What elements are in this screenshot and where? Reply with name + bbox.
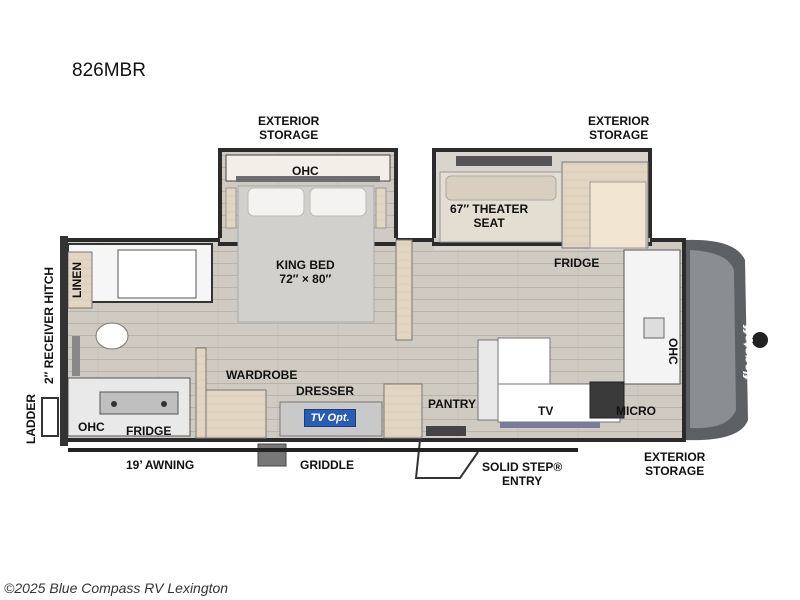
ladder-label: LADDER (24, 394, 38, 444)
dresser-label: DRESSER (296, 384, 355, 398)
griddle-box (257, 443, 287, 467)
brand-logo: flagstaff (740, 325, 756, 380)
micro-label: MICRO (616, 404, 656, 418)
stove (589, 381, 625, 419)
tv-label: TV (538, 404, 554, 418)
kitchen-counter (623, 249, 681, 385)
exterior-storage-bottom-label: EXTERIOR STORAGE (644, 450, 706, 478)
outdoor-fridge-label: FRIDGE (126, 424, 172, 438)
griddle-label: GRIDDLE (300, 458, 354, 472)
shower (117, 249, 197, 299)
entry-label: SOLID STEP® ENTRY (482, 460, 563, 488)
exterior-storage-top-label: EXTERIOR STORAGE (258, 114, 320, 142)
tv-option-badge: TV Opt. (304, 409, 356, 427)
linen-label: LINEN (70, 262, 84, 298)
entry-door (414, 439, 479, 479)
model-name: 826MBR (72, 60, 146, 81)
exterior-storage-right-top-label: EXTERIOR STORAGE (588, 114, 650, 142)
rear-ohc-label: OHC (78, 420, 105, 434)
king-bed-label: KING BED 72″ × 80″ (276, 258, 335, 286)
theater-seat-label: 67″ THEATER SEAT (450, 202, 529, 230)
pantry-cabinet (477, 339, 499, 421)
pantry-label: PANTRY (428, 397, 476, 411)
copyright-footer: ©2025 Blue Compass RV Lexington (4, 580, 229, 596)
bedroom-ohc-label: OHC (292, 164, 319, 178)
fridge-label: FRIDGE (554, 256, 600, 270)
receiver-hitch-label: 2″ RECEIVER HITCH (42, 266, 56, 384)
front-ohc-label: OHC (666, 338, 680, 365)
wardrobe-label: WARDROBE (226, 368, 298, 382)
wardrobe-unit (205, 389, 267, 439)
toilet (95, 322, 129, 350)
awning-label: 19’ AWNING (126, 458, 195, 472)
